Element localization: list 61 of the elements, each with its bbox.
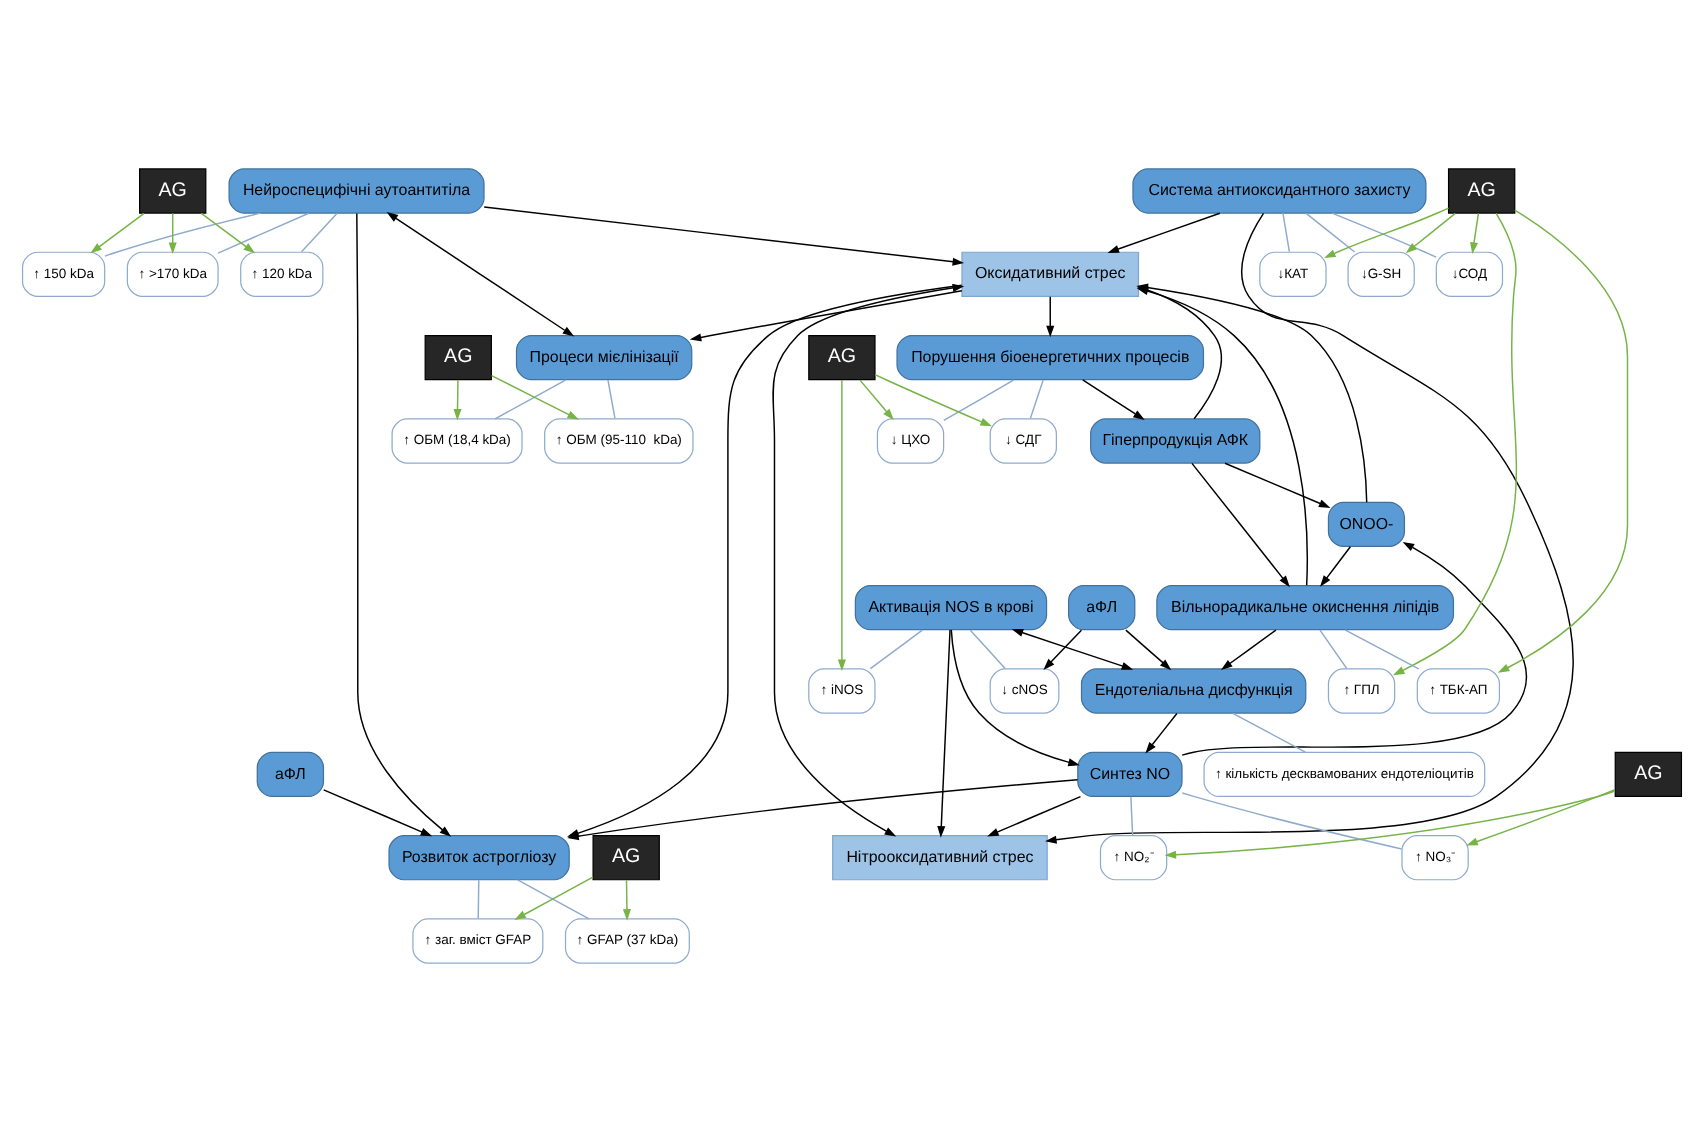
- arrow: [1107, 212, 1221, 253]
- connector: [104, 212, 262, 257]
- arrow: [1324, 207, 1450, 259]
- arrow: [1043, 629, 1083, 670]
- arrow: [200, 212, 256, 254]
- node-box: AG: [1447, 168, 1516, 214]
- arrow: [1164, 790, 1616, 859]
- arrow: [1392, 212, 1518, 676]
- arrow: [950, 629, 1080, 767]
- connector: [943, 379, 1015, 422]
- arrow: [386, 212, 575, 337]
- arrow: [90, 212, 145, 254]
- connector: [1344, 629, 1420, 670]
- arrow: [322, 789, 433, 837]
- arrow: [859, 379, 894, 421]
- connector: [477, 879, 480, 920]
- arrow: [1011, 628, 1134, 670]
- node-box: AG: [592, 835, 660, 881]
- connector: [1305, 212, 1356, 253]
- arrow: [1466, 788, 1616, 846]
- arrow: [1045, 212, 1574, 844]
- node-box: AG: [139, 168, 207, 214]
- arrow: [1125, 629, 1172, 671]
- connector: [1029, 379, 1044, 420]
- arrow: [1405, 212, 1456, 254]
- arrow: [1320, 546, 1352, 587]
- connector: [217, 212, 310, 254]
- node-box: AG: [1614, 751, 1683, 798]
- arrow: [937, 629, 951, 838]
- arrow: [837, 379, 846, 671]
- connector: [1282, 212, 1291, 253]
- arrow: [1224, 462, 1331, 508]
- arrow: [453, 379, 462, 421]
- node-box: AG: [808, 334, 876, 381]
- connector: [1232, 712, 1307, 753]
- connector: [1319, 629, 1348, 670]
- arrow: [1220, 629, 1277, 670]
- arrow: [1046, 296, 1055, 338]
- connector: [869, 629, 924, 670]
- arrow: [1145, 712, 1178, 754]
- connector: [969, 629, 1006, 670]
- arrow: [1497, 209, 1629, 673]
- node-box: AG: [424, 334, 492, 381]
- arrow: [168, 212, 177, 254]
- arrow: [987, 795, 1082, 837]
- arrow: [1082, 379, 1145, 421]
- connector: [1130, 796, 1134, 836]
- connector: [1331, 212, 1437, 258]
- arrow: [490, 374, 579, 420]
- arrow: [1181, 541, 1528, 756]
- arrow: [622, 879, 631, 921]
- arrow: [1191, 462, 1290, 588]
- connector: [300, 212, 338, 253]
- arrow: [356, 212, 452, 837]
- connector: [1181, 792, 1403, 850]
- arrow: [1470, 212, 1480, 254]
- arrow: [483, 206, 965, 266]
- connector: [494, 379, 567, 420]
- arrow: [689, 290, 963, 342]
- arrow: [874, 373, 992, 427]
- connector: [607, 379, 616, 420]
